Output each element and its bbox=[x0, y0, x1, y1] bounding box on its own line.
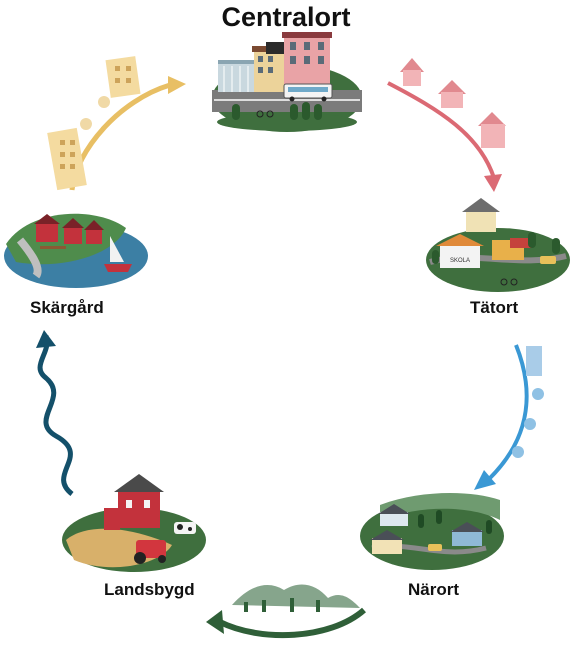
gold-building-icon bbox=[47, 127, 87, 191]
stage-label-narort: Närort bbox=[408, 580, 460, 599]
pink-house-icon bbox=[400, 58, 424, 86]
landsbygd-scene bbox=[62, 474, 206, 572]
arrow-skargard-to-centralort bbox=[47, 56, 186, 191]
arrow-tatort-to-narort bbox=[474, 344, 544, 490]
arrow-landsbygd-to-skargard bbox=[36, 330, 74, 496]
blue-building-icon bbox=[526, 346, 542, 376]
pink-house-icon bbox=[478, 112, 506, 148]
blue-tree-icon bbox=[524, 418, 536, 430]
tatort-scene: SKOLA bbox=[426, 198, 570, 292]
skargard-scene bbox=[4, 213, 148, 288]
pink-house-icon bbox=[438, 80, 466, 108]
arrow-narort-to-landsbygd bbox=[206, 584, 366, 639]
gold-tree-icon bbox=[98, 96, 110, 108]
stage-label-tatort: Tätort bbox=[470, 298, 519, 317]
stage-label-landsbygd: Landsbygd bbox=[104, 580, 195, 599]
school-sign: SKOLA bbox=[450, 258, 470, 264]
centralort-scene bbox=[212, 32, 362, 132]
narort-scene bbox=[360, 493, 504, 570]
arrow-centralort-to-tatort bbox=[387, 58, 506, 192]
blue-tree-icon bbox=[532, 388, 544, 400]
blue-tree-icon bbox=[512, 446, 524, 458]
stage-label-skargard: Skärgård bbox=[30, 298, 104, 317]
diagram-title: Centralort bbox=[221, 2, 351, 32]
gold-building-icon bbox=[105, 56, 141, 98]
gold-tree-icon bbox=[80, 118, 92, 130]
